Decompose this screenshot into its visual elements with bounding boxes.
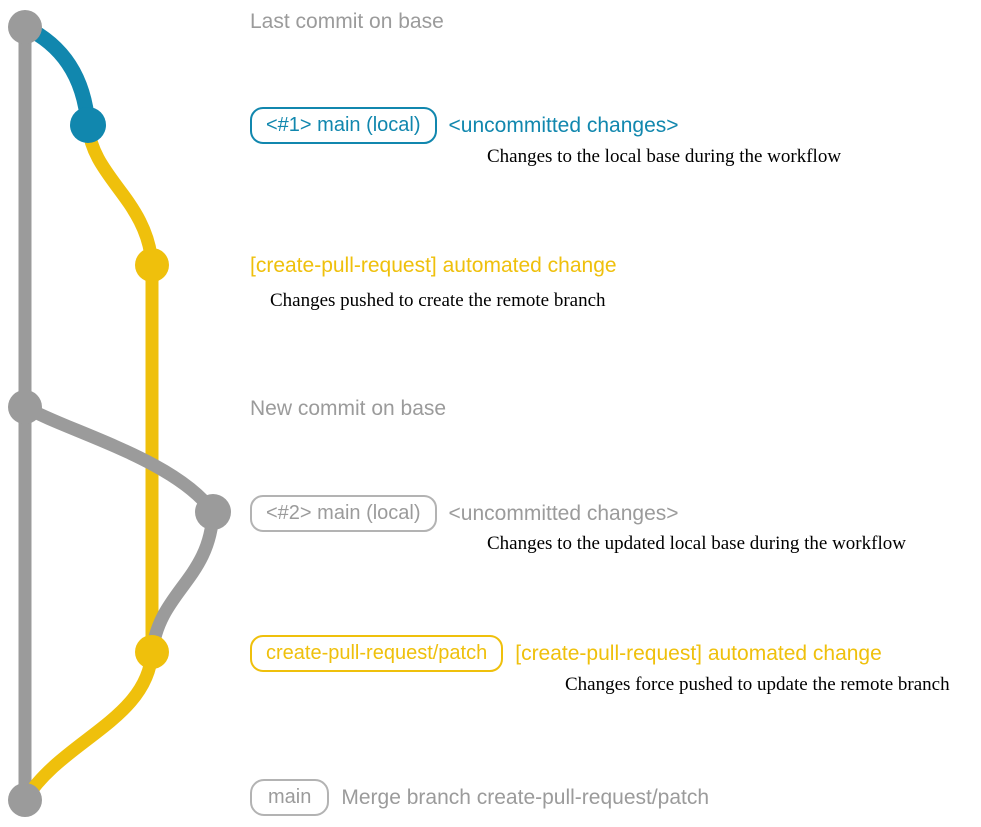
commit-row-automated-2: create-pull-request/patch [create-pull-r… (250, 635, 882, 672)
branch-pill-local-1[interactable]: <#1> main (local) (250, 107, 437, 144)
local-branch-line-2 (18, 400, 220, 519)
node-remote-commit-1[interactable] (135, 248, 169, 282)
branch-pill-main[interactable]: main (250, 779, 330, 816)
node-base-commit-new[interactable] (8, 390, 42, 424)
commit-row-merge: main Merge branch create-pull-request/pa… (250, 779, 709, 816)
commit-title: <uncommitted changes> (448, 113, 679, 137)
commit-row-new-commit: New commit on base (250, 396, 446, 422)
commit-row-local-1: <#1> main (local) <uncommitted changes> (250, 107, 679, 144)
remote-branch-line-1 (81, 118, 159, 659)
branch-pill-remote-patch[interactable]: create-pull-request/patch (250, 635, 504, 672)
node-local-commit-1[interactable] (70, 107, 106, 143)
commit-row-local-2: <#2> main (local) <uncommitted changes> (250, 495, 679, 532)
commit-title: New commit on base (250, 397, 447, 420)
node-base-commit-merge[interactable] (8, 783, 42, 817)
commit-title: [create-pull-request] automated change (250, 254, 617, 277)
commit-title: Last commit on base (250, 10, 444, 33)
commit-title: Merge branch create-pull-request/patch (341, 785, 710, 809)
branch-pill-local-2[interactable]: <#2> main (local) (250, 495, 437, 532)
commit-row-last-commit: Last commit on base (250, 9, 444, 35)
commit-description: Changes force pushed to update the remot… (565, 674, 950, 695)
commit-description: Changes pushed to create the remote bran… (270, 290, 606, 311)
commit-title: <uncommitted changes> (448, 501, 679, 525)
commit-description: Changes to the updated local base during… (487, 533, 906, 554)
merge-line (18, 645, 159, 807)
node-base-commit-top[interactable] (8, 10, 42, 44)
node-remote-commit-2[interactable] (135, 635, 169, 669)
commit-title: [create-pull-request] automated change (515, 641, 882, 665)
commit-row-automated-1: [create-pull-request] automated change (250, 253, 617, 279)
node-local-commit-2[interactable] (195, 494, 231, 530)
local-to-remote-line (145, 505, 220, 659)
commit-description: Changes to the local base during the wor… (487, 146, 842, 167)
